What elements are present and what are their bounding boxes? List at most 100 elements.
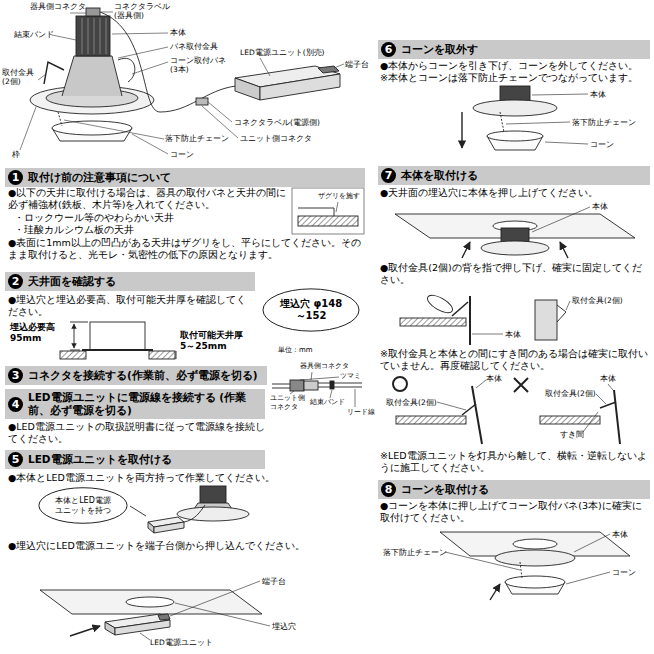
gap-check-figure xyxy=(393,377,620,444)
step-number: 8 xyxy=(381,482,396,497)
instruction-text: ※本体とコーンは落下防止チェーンでつながっています。 xyxy=(380,72,648,84)
gap-check-figure-part-part xyxy=(608,384,613,390)
push-up-body-figure-part xyxy=(532,207,590,232)
step-heading: コネクタを接続する(作業前、必ず電源を切る) xyxy=(28,369,258,382)
press-bracket-figure-part xyxy=(400,318,466,326)
gap-check-figure-part-part xyxy=(437,402,466,410)
step-heading: コーンを取外す xyxy=(401,43,478,56)
connector-figure-part-part xyxy=(290,391,294,394)
downlight-parts-figure-part xyxy=(118,58,135,82)
part-label: コーン xyxy=(170,150,194,159)
press-bracket-figure-part xyxy=(425,292,455,316)
part-label: コネクタラベル(電源側) xyxy=(234,118,320,127)
callout-text: 本体とLED電源ユニットを持つ xyxy=(54,496,112,515)
ceiling-zaguri-figure-part xyxy=(298,208,334,216)
press-bracket-figure-part xyxy=(557,305,566,322)
part-label: 本体 xyxy=(590,90,606,99)
part-label: 単位：mm xyxy=(278,346,313,355)
remove-cone-figure-part xyxy=(473,100,557,116)
insert-unit-figure-part xyxy=(115,620,170,635)
insert-unit-figure-part-part xyxy=(140,633,150,640)
ceiling-thickness-figure-part xyxy=(74,324,75,348)
gap-check-figure-part xyxy=(396,416,466,424)
remove-cone-figure-part-part xyxy=(532,94,588,95)
part-label: 端子台 xyxy=(262,577,286,586)
part-label: 結束バンド xyxy=(310,398,345,407)
step-number: 1 xyxy=(8,170,23,185)
ceiling-thickness-figure-part xyxy=(82,349,153,351)
press-bracket-figure-part-part xyxy=(472,334,503,335)
instruction-text: ●以下の天井に取付ける場合は、器具の取付バネと天井の間に必ず補強材(鉄板、木片等… xyxy=(8,187,288,211)
instruction-text: ●本体とLED電源ユニットを両方持って作業してください。 xyxy=(8,472,358,484)
hold-both-figure xyxy=(130,486,249,533)
leader-line-part xyxy=(208,102,232,122)
part-label: 枠 xyxy=(12,150,20,159)
downlight-parts-figure xyxy=(30,8,340,141)
callout-text: 埋込穴 φ148～152 xyxy=(279,298,343,322)
instruction-text: ●天井面の埋込穴に本体を押し上げてください。 xyxy=(380,187,648,199)
step-number: 4 xyxy=(8,397,23,412)
leader-line-part xyxy=(202,106,238,138)
gap-check-figure-part-part xyxy=(476,380,486,388)
part-label: ユニット側コネクタ xyxy=(270,394,306,412)
step-heading-band: 3 コネクタを接続する(作業前、必ず電源を切る) xyxy=(5,366,267,385)
step-heading: LED電源ユニットを取付ける xyxy=(28,453,172,466)
part-label: コーン xyxy=(612,568,636,577)
ellipse-outline xyxy=(39,488,127,524)
connector-figure-part-part xyxy=(355,389,356,407)
ceiling-zaguri-figure-part xyxy=(292,188,364,234)
step-heading-band: 8 コーンを取付ける xyxy=(378,480,650,499)
leader-line-part xyxy=(260,58,270,76)
step-heading: 天井面を確認する xyxy=(28,275,116,288)
gap-check-figure-part-part xyxy=(596,394,606,404)
part-label: 本体 xyxy=(170,28,186,37)
leader-line-part xyxy=(38,74,46,80)
step-heading-band: 4LED電源ユニットに電源線を接続する (作業前、必ず電源を切る) xyxy=(5,389,265,419)
ceiling-zaguri-figure-part xyxy=(336,202,338,212)
step-number: 5 xyxy=(8,452,23,467)
step-heading-band: 1 取付け前の注意事項について xyxy=(5,168,365,187)
hold-both-figure-part xyxy=(200,486,226,504)
downlight-parts-figure-part xyxy=(86,8,100,16)
step-heading-band: 2天井面を確認する xyxy=(5,272,255,291)
step-heading-band: 6コーンを取外す xyxy=(378,40,650,59)
press-bracket-figure-part xyxy=(472,301,570,334)
attach-cone-figure-part xyxy=(495,550,575,566)
insert-unit-figure-part-part xyxy=(175,603,270,626)
dimension-ellipse: 埋込穴 φ148～152 xyxy=(262,288,360,332)
part-label: 落下防止チェーン xyxy=(572,118,636,127)
instruction-text: ●埋込穴と埋込必要高、取付可能天井厚を確認してください。 xyxy=(8,294,256,318)
part-label: 器具側コネクタ xyxy=(30,2,86,11)
dimension-label: 取付可能天井厚 5～25mm xyxy=(180,330,246,353)
speech-bubble: 本体とLED電源ユニットを持つ xyxy=(38,487,128,524)
gap-check-figure-part xyxy=(472,386,482,444)
leader-line-part xyxy=(112,33,168,34)
part-label: 器具側コネクタ xyxy=(300,362,349,371)
part-label: 結束バンド xyxy=(14,30,54,39)
gap-check-figure-part-part xyxy=(583,412,598,432)
part-label: 落下防止チェーン xyxy=(383,548,447,557)
part-label: 本体 xyxy=(505,330,521,339)
step-heading: コーンを取付ける xyxy=(401,483,489,496)
attach-cone-figure-part xyxy=(490,584,500,600)
part-label: すき間 xyxy=(560,430,584,439)
ceiling-thickness-figure xyxy=(60,322,176,359)
downlight-parts-figure-part xyxy=(58,112,62,126)
gap-check-figure-part xyxy=(540,416,600,424)
part-label: 端子台 xyxy=(345,60,369,69)
leader-line-part xyxy=(118,47,168,58)
ceiling-thickness-figure-part xyxy=(149,351,175,359)
step-heading: 取付け前の注意事項について xyxy=(28,171,171,184)
insert-unit-figure xyxy=(40,581,270,640)
downlight-parts-figure-part xyxy=(260,74,340,100)
step-number: 3 xyxy=(8,368,23,383)
ceiling-thickness-figure-part xyxy=(60,351,86,359)
downlight-parts-figure-part xyxy=(196,98,208,105)
instruction-text: ●埋込穴にLED電源ユニットを端子台側から押し込んでください。 xyxy=(8,540,308,552)
part-label: LED電源ユニット(別売) xyxy=(240,48,325,57)
part-label: コーン xyxy=(590,140,614,149)
step-number: 7 xyxy=(381,168,396,183)
leader-line-part xyxy=(70,13,86,14)
part-label: ユニット側コネクタ xyxy=(240,134,312,143)
